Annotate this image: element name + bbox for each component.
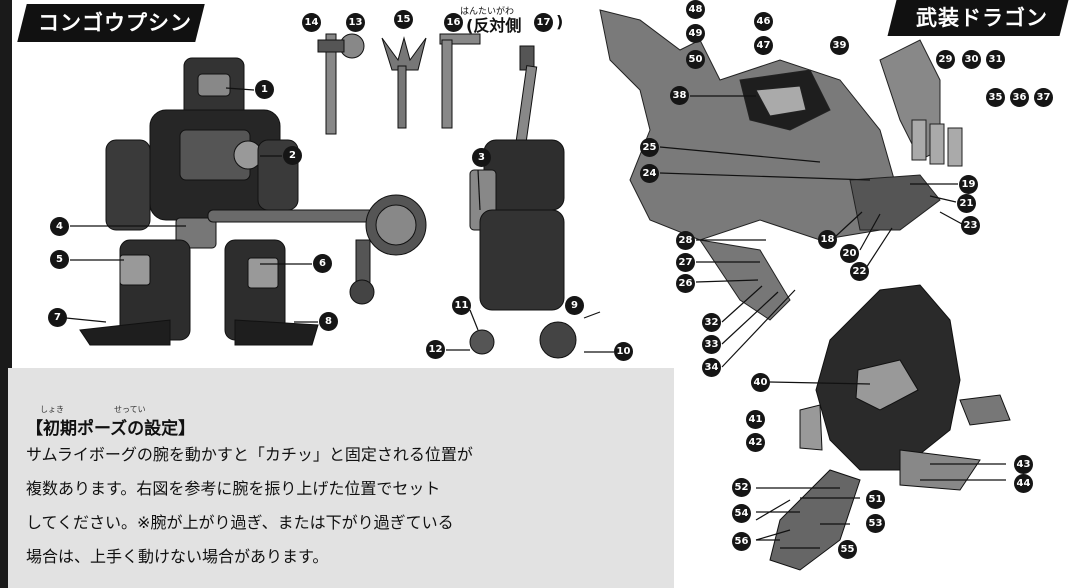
robot-side-illustration	[469, 45, 577, 359]
info-line: 複数あります。右図を参考に腕を振り上げた位置でセット	[26, 479, 441, 498]
robot-front-illustration	[79, 57, 427, 346]
part-number-badge: 2	[283, 146, 302, 165]
dragon-lower-illustration	[769, 284, 1011, 571]
dragon-upper-illustration	[599, 9, 963, 321]
part-number-badge: 44	[1014, 474, 1033, 493]
part-number-badge: 49	[686, 24, 705, 43]
settei-ruby: せってい	[114, 405, 146, 414]
part-number-badge: 1	[255, 80, 274, 99]
part-number-badge: 46	[754, 12, 773, 31]
opposite-side-note: (反対側	[466, 16, 522, 35]
part-number-badge: 52	[732, 478, 751, 497]
part-number-badge: 27	[676, 253, 695, 272]
part-number-badge: 3	[472, 148, 491, 167]
part-number-badge: 43	[1014, 455, 1033, 474]
initial-pose-info-panel: しょき せってい 【初期ポーズの設定】 サムライボーグの腕を動かすと「カチッ」と…	[8, 368, 674, 588]
info-line: サムライボーグの腕を動かすと「カチッ」と固定される位置が	[26, 445, 473, 464]
info-line: してください。※腕が上がり過ぎ、または下がり過ぎている	[26, 513, 454, 532]
part-number-badge: 23	[961, 216, 980, 235]
part-number-badge: 56	[732, 532, 751, 551]
part-number-badge: 41	[746, 410, 765, 429]
opposite-side-note-close: )	[556, 12, 564, 31]
part-number-badge: 40	[751, 373, 770, 392]
part-number-badge: 10	[614, 342, 633, 361]
part-number-badge: 9	[565, 296, 584, 315]
part-number-badge: 6	[313, 254, 332, 273]
part-number-badge: 34	[702, 358, 721, 377]
hantaigawa-ruby: はんたいがわ	[460, 7, 515, 17]
part-number-badge: 25	[640, 138, 659, 157]
part-number-badge: 55	[838, 540, 857, 559]
part-number-badge: 17	[534, 13, 553, 32]
part-number-badge: 54	[732, 504, 751, 523]
part-number-badge: 5	[50, 250, 69, 269]
part-number-badge: 21	[957, 194, 976, 213]
part-number-badge: 12	[426, 340, 445, 359]
part-number-badge: 33	[702, 335, 721, 354]
info-line: 場合は、上手く動けない場合があります。	[26, 547, 329, 566]
part-number-badge: 38	[670, 86, 689, 105]
part-number-badge: 4	[50, 217, 69, 236]
part-number-badge: 19	[959, 175, 978, 194]
part-number-badge: 39	[830, 36, 849, 55]
part-number-badge: 26	[676, 274, 695, 293]
initial-pose-heading: 【初期ポーズの設定】	[26, 419, 196, 439]
part-number-badge: 30	[962, 50, 981, 69]
part-number-badge: 15	[394, 10, 413, 29]
part-number-badge: 11	[452, 296, 471, 315]
part-number-badge: 31	[986, 50, 1005, 69]
part-number-badge: 28	[676, 231, 695, 250]
part-number-badge: 37	[1034, 88, 1053, 107]
part-number-badge: 36	[1010, 88, 1029, 107]
part-number-badge: 16	[444, 13, 463, 32]
part-number-badge: 18	[818, 230, 837, 249]
part-number-badge: 14	[302, 13, 321, 32]
part-number-badge: 32	[702, 313, 721, 332]
part-number-badge: 22	[850, 262, 869, 281]
part-number-badge: 42	[746, 433, 765, 452]
part-number-badge: 7	[48, 308, 67, 327]
part-number-badge: 50	[686, 50, 705, 69]
part-number-badge: 8	[319, 312, 338, 331]
part-number-badge: 53	[866, 514, 885, 533]
part-number-badge: 51	[866, 490, 885, 509]
part-number-badge: 29	[936, 50, 955, 69]
initial-pose-text: サムライボーグの腕を動かすと「カチッ」と固定される位置が 複数あります。右図を参…	[26, 438, 526, 574]
part-number-badge: 13	[346, 13, 365, 32]
part-number-badge: 47	[754, 36, 773, 55]
weapon-accessories-illustration	[317, 33, 481, 135]
part-number-badge: 48	[686, 0, 705, 19]
part-number-badge: 24	[640, 164, 659, 183]
shoki-ruby: しょき	[40, 405, 64, 414]
leader-lines	[65, 87, 1006, 549]
part-number-badge: 35	[986, 88, 1005, 107]
part-number-badge: 20	[840, 244, 859, 263]
